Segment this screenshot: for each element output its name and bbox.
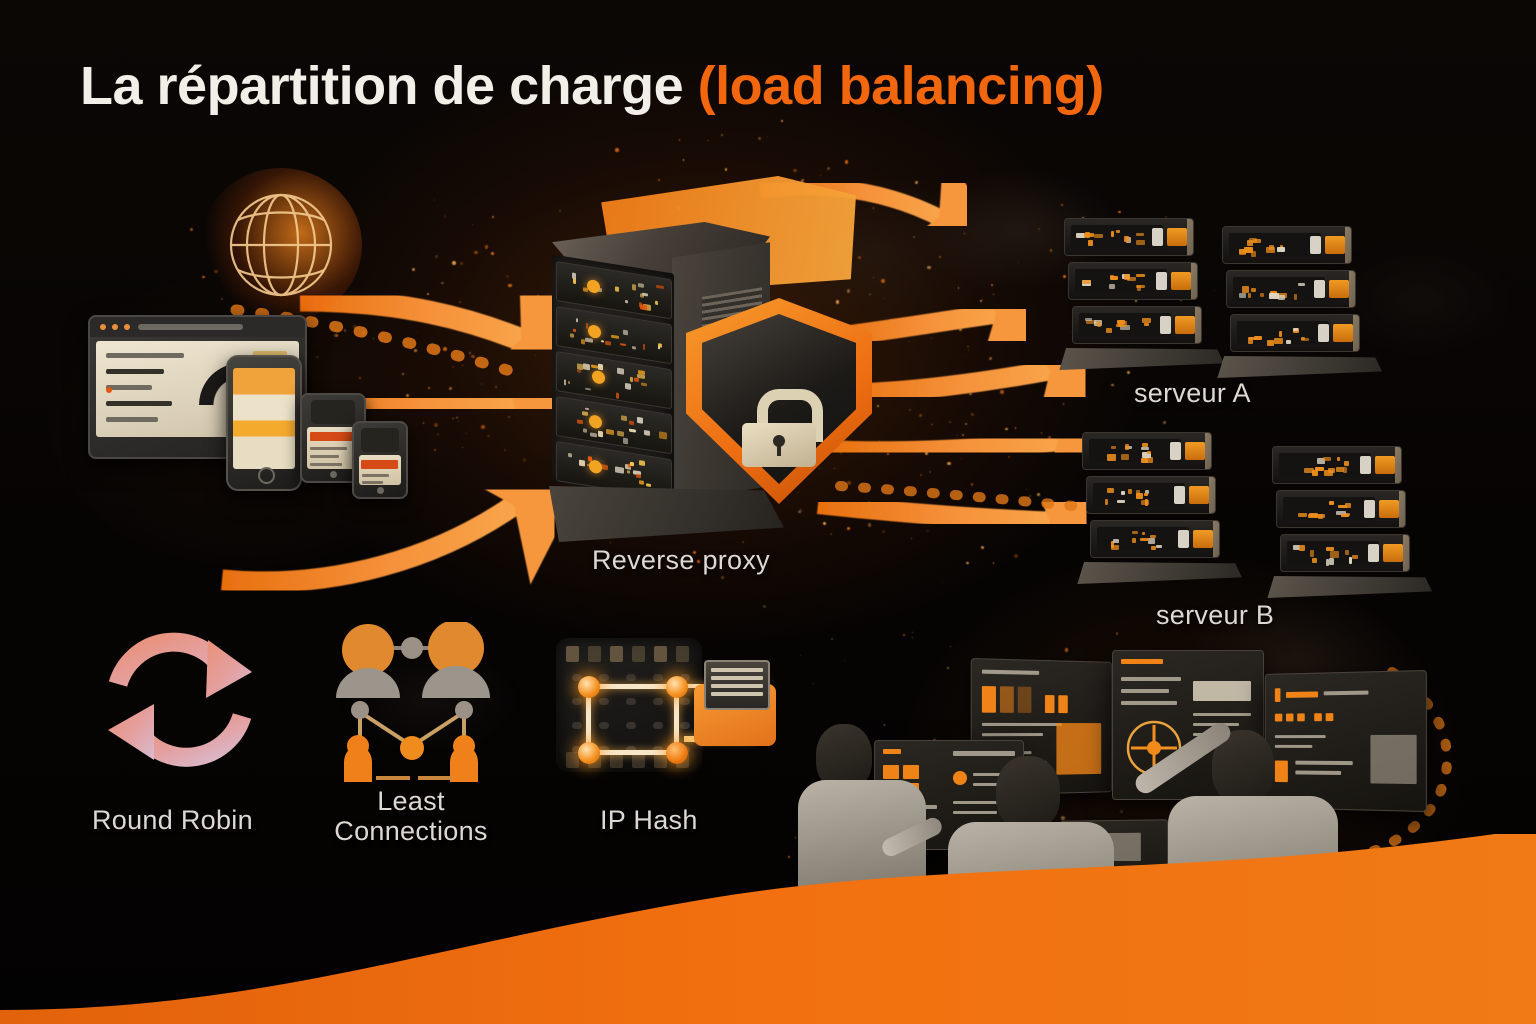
lock-icon bbox=[737, 388, 823, 467]
page-title-accent: (load balancing) bbox=[697, 56, 1105, 116]
user-avatar-right bbox=[422, 620, 490, 698]
server-unit bbox=[1276, 490, 1406, 528]
figure-left bbox=[344, 735, 372, 782]
smartphone bbox=[226, 355, 302, 491]
least-connections-diagram bbox=[336, 620, 490, 782]
users-connections-icon bbox=[326, 620, 498, 782]
server-unit bbox=[1226, 270, 1356, 308]
server-unit bbox=[1082, 432, 1212, 470]
server-stack bbox=[1272, 446, 1420, 576]
circular-arrows-icon bbox=[96, 624, 264, 778]
wall-screen-2 bbox=[1112, 650, 1264, 800]
page-title: La répartition de charge (load balancing… bbox=[80, 55, 1104, 117]
round-robin-arrows bbox=[108, 632, 252, 767]
user-avatar-left bbox=[336, 624, 400, 698]
round-robin-label: Round Robin bbox=[92, 805, 253, 835]
page-title-main: La répartition de charge bbox=[80, 56, 698, 116]
server-unit bbox=[1064, 218, 1194, 256]
figure-right bbox=[450, 735, 478, 782]
proxy-label: Reverse proxy bbox=[592, 545, 770, 575]
globe-icon bbox=[200, 168, 362, 322]
reverse-proxy-illustration bbox=[534, 176, 874, 542]
server-stack bbox=[1082, 432, 1230, 562]
server-cluster-a2 bbox=[1217, 226, 1382, 378]
smartphone-home-button bbox=[257, 467, 275, 484]
least-connections-label-line1: Least bbox=[377, 786, 445, 816]
server-unit bbox=[1072, 306, 1202, 344]
proxy-server-tower bbox=[546, 222, 776, 512]
server-stack bbox=[1064, 218, 1212, 348]
server-unit bbox=[1272, 446, 1402, 484]
client-devices-icon bbox=[88, 305, 408, 500]
ip-hash-label: IP Hash bbox=[600, 805, 698, 835]
browser-urlbar bbox=[138, 324, 243, 330]
server-stack bbox=[1222, 226, 1370, 356]
proxy-blade-bays bbox=[552, 254, 674, 501]
server-a-label: serveur A bbox=[1134, 378, 1251, 408]
hash-grid-icon bbox=[556, 632, 776, 784]
shield-icon bbox=[686, 298, 872, 504]
server-b-label: serveur B bbox=[1156, 600, 1275, 630]
hash-target-screen bbox=[704, 660, 770, 710]
small-device-2 bbox=[352, 421, 408, 499]
server-cluster-a1 bbox=[1059, 218, 1224, 370]
hash-target-device bbox=[694, 660, 776, 746]
smartphone-screen bbox=[233, 368, 295, 469]
globe-wireframe bbox=[229, 193, 333, 297]
server-cluster-b2 bbox=[1267, 446, 1432, 598]
server-unit bbox=[1090, 520, 1220, 558]
browser-titlebar bbox=[90, 317, 305, 337]
least-connections-label-line2: Connections bbox=[334, 816, 488, 847]
server-unit bbox=[1280, 534, 1410, 572]
server-unit bbox=[1086, 476, 1216, 514]
server-unit bbox=[1222, 226, 1352, 264]
server-cluster-b1 bbox=[1077, 432, 1242, 584]
server-unit bbox=[1230, 314, 1360, 352]
server-unit bbox=[1068, 262, 1198, 300]
orange-swoosh-band bbox=[0, 834, 1536, 1024]
least-connections-label: Least Connections bbox=[316, 786, 506, 846]
